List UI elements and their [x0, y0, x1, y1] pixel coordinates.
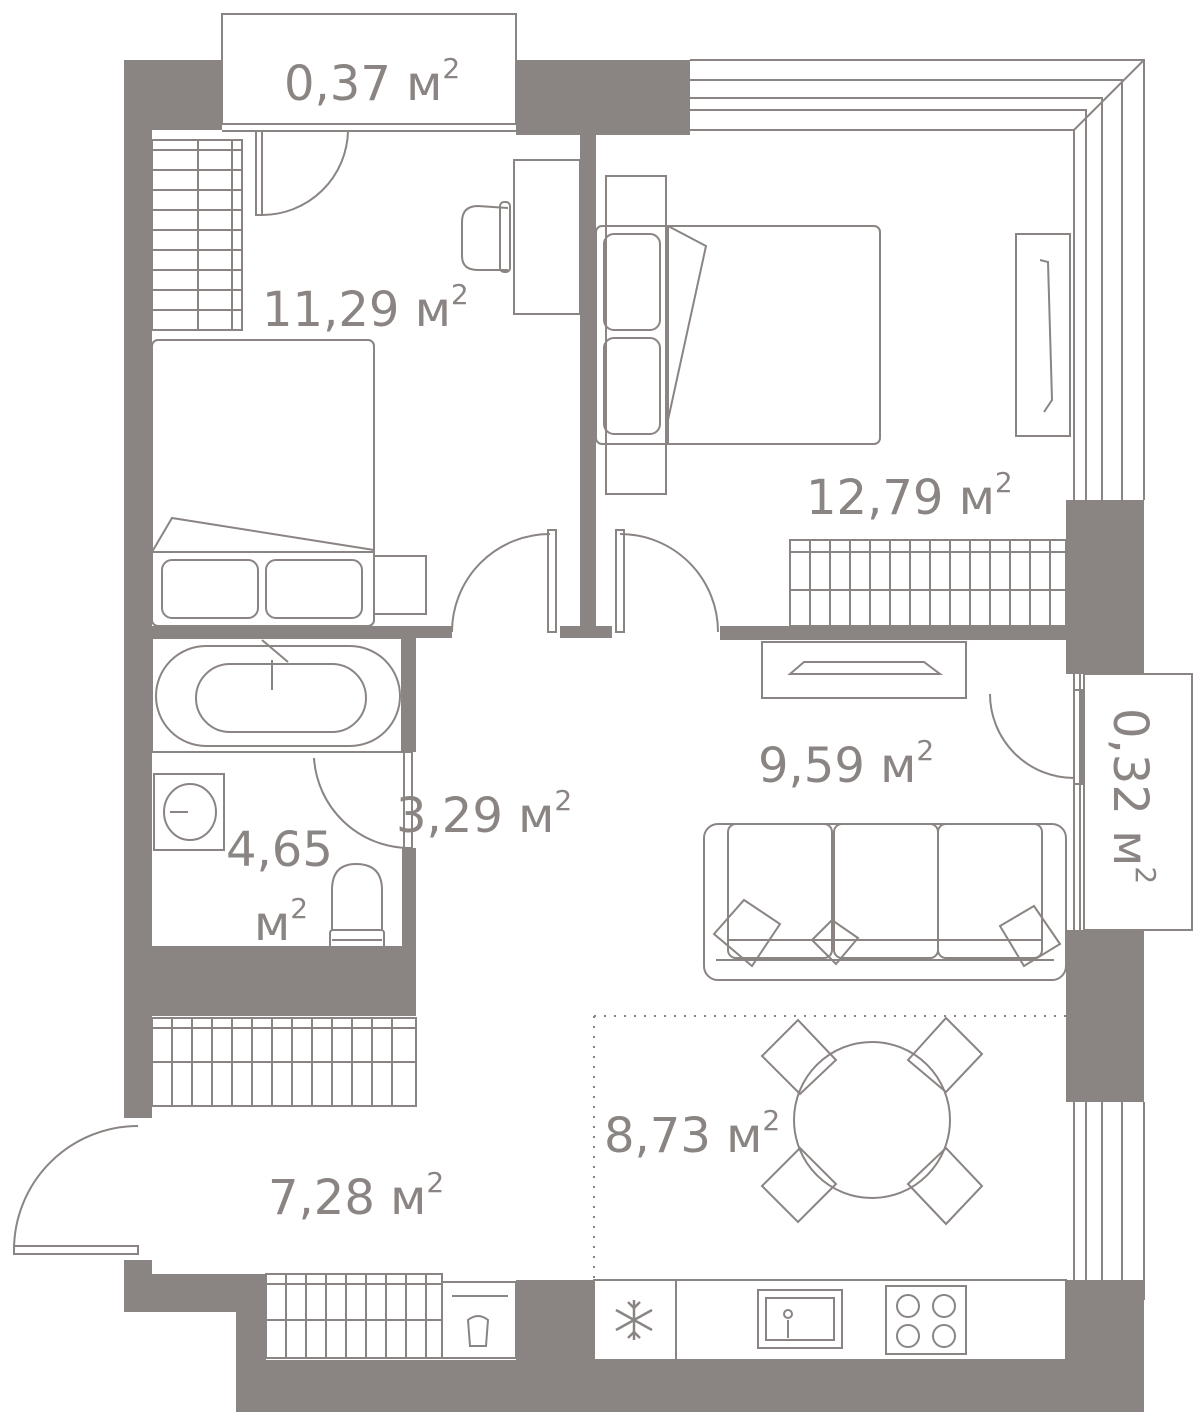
bed-left: [151, 339, 427, 627]
toilet: [329, 862, 385, 953]
wardrobe-lower: [265, 1273, 443, 1359]
area-label-balcony-top: 0,37 м2: [284, 52, 460, 112]
wardrobe-hall: [151, 1017, 417, 1107]
balcony-door-right: [989, 689, 1083, 785]
area-label-dining: 8,73 м2: [604, 1104, 780, 1164]
snowflake-icon: [615, 1300, 653, 1340]
bed-right: [595, 175, 881, 495]
door-left-bedroom: [451, 529, 557, 633]
area-label-hallway: 7,28 м2: [268, 1166, 444, 1226]
area-label-corridor: 3,29 м2: [396, 784, 572, 844]
balcony-door-top: [255, 130, 349, 216]
washbasin: [153, 773, 225, 851]
dining-table: [760, 1016, 984, 1226]
entrance-door: [13, 1125, 139, 1255]
sink-icon: [757, 1289, 843, 1349]
wardrobe-right-bedroom: [789, 539, 1067, 627]
door-bathroom: [313, 751, 413, 849]
right-balcony: [1083, 673, 1193, 931]
area-label-balcony-right: 0,32 м2: [1102, 708, 1162, 884]
desk: [513, 159, 581, 315]
area-label-bathroom-unit: м2: [254, 892, 308, 952]
area-label-bedroom-right: 12,79 м2: [806, 466, 1013, 526]
kitchen-counter: [593, 1279, 1067, 1361]
dining-zone-border: [593, 1015, 1066, 1280]
walls: [124, 60, 1144, 1412]
wardrobe-left-bedroom: [151, 139, 243, 331]
desk-chair: [461, 201, 511, 273]
washing-machine: [441, 1281, 517, 1359]
area-label-bathroom-value: 4,65: [226, 822, 333, 878]
tv-living-room: [761, 641, 967, 699]
area-label-bedroom-left: 11,29 м2: [262, 278, 469, 338]
sofa: [703, 823, 1067, 981]
window-frame-bottom: [1073, 1102, 1145, 1300]
area-labels: 0,37 м2 11,29 м2 12,79 м2 4,65 м2 3,29 м…: [226, 52, 1162, 1226]
door-right-bedroom: [615, 529, 719, 633]
area-label-living-room: 9,59 м2: [758, 734, 934, 794]
tv-right-bedroom: [1015, 233, 1071, 437]
window-frame-top: [690, 59, 1145, 500]
bathtub: [151, 637, 403, 753]
stove-icon: [885, 1285, 967, 1355]
